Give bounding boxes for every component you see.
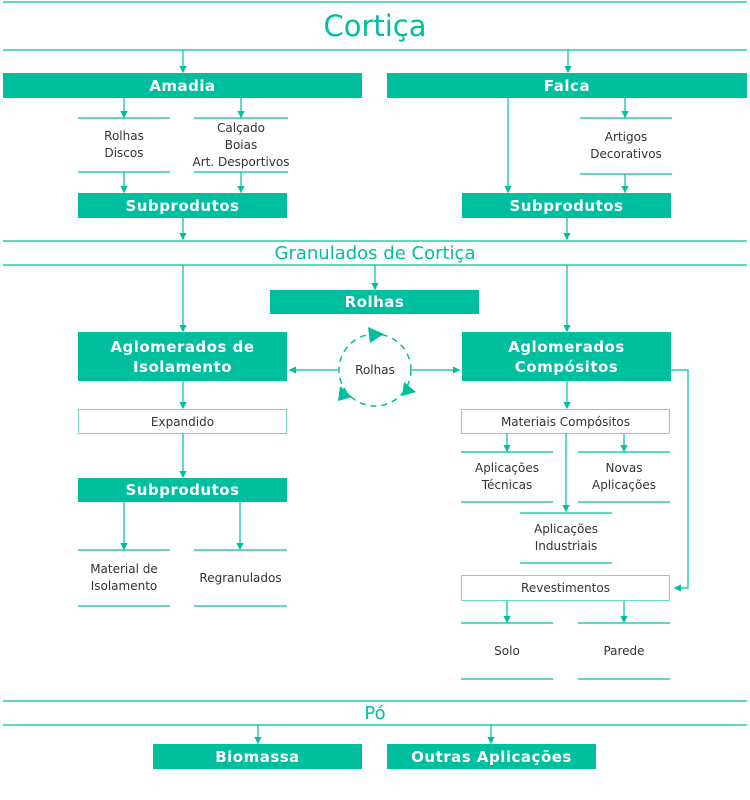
rolhas-discos-box: Rolhas Discos xyxy=(104,129,144,160)
expandido-box: Expandido xyxy=(78,409,287,434)
aplicacoes-tecnicas-box: Aplicações Técnicas xyxy=(474,461,540,492)
materiais-compositos-box: Materiais Compósitos xyxy=(461,409,670,434)
po-heading: Pó xyxy=(364,702,386,724)
aplicacoes-industriais-box: Aplicações Industriais xyxy=(533,522,599,553)
amadia-subprodutos-bar: Subprodutos xyxy=(78,193,287,218)
parede-box: Parede xyxy=(603,643,645,658)
rolhas-cycle-label: Rolhas xyxy=(355,362,395,377)
regranulados-box: Regranulados xyxy=(199,570,282,585)
aglomerados-isolamento-bar: Aglomerados de Isolamento xyxy=(78,332,287,381)
novas-aplicacoes-box: Novas Aplicações xyxy=(591,461,657,492)
cycle-arrow-icons xyxy=(338,327,416,401)
isolamento-subprodutos-bar: Subprodutos xyxy=(78,478,287,502)
amadia-bar: Amadia xyxy=(3,73,362,98)
falca-subprodutos-bar: Subprodutos xyxy=(462,193,671,218)
solo-box: Solo xyxy=(494,643,520,658)
outras-aplicacoes-bar: Outras Aplicações xyxy=(387,744,596,769)
aglomerados-compositos-bar: Aglomerados Compósitos xyxy=(462,332,671,381)
calcado-box: Calçado Boias Art. Desportivos xyxy=(192,120,290,169)
material-isolamento-box: Material de Isolamento xyxy=(90,562,158,593)
diagram-title: Cortiça xyxy=(323,9,427,43)
artigos-decorativos-box: Artigos Decorativos xyxy=(590,130,662,161)
revestimentos-box: Revestimentos xyxy=(461,575,670,601)
granulados-heading: Granulados de Cortiça xyxy=(274,242,476,264)
biomassa-bar: Biomassa xyxy=(153,744,362,769)
falca-bar: Falca xyxy=(387,73,747,98)
rolhas-bar: Rolhas xyxy=(270,290,479,314)
